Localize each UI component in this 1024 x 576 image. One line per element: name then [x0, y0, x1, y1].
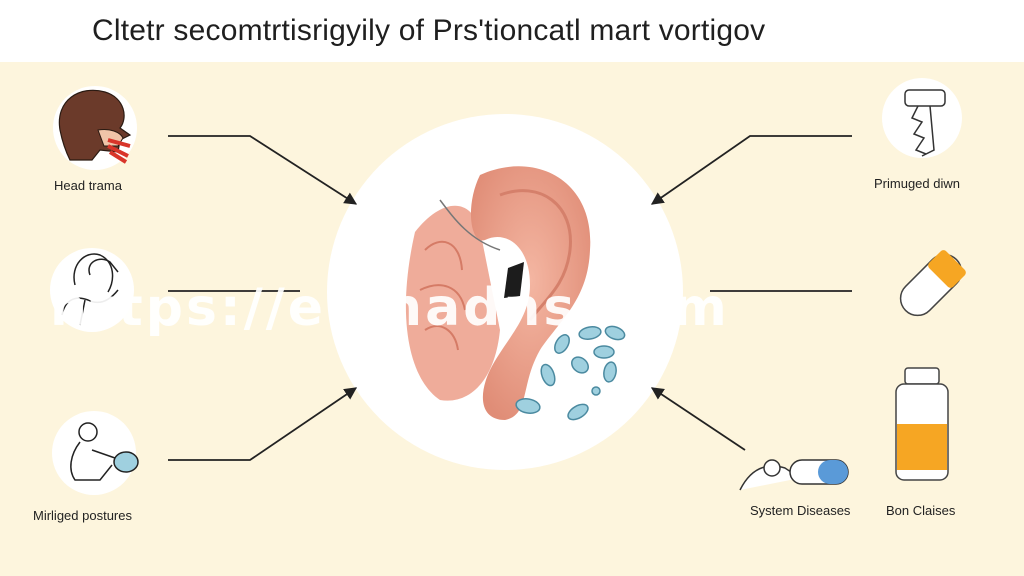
diagram-canvas: Head trama Primuged diwn Mirliged postur…	[0, 62, 1024, 576]
label-prolonged-postures: Mirliged postures	[33, 508, 132, 523]
head-trauma-icon	[58, 89, 132, 164]
ear-icon	[405, 166, 591, 420]
label-head-trauma: Head trama	[54, 178, 122, 193]
watermark-text: https://elenadns.com	[50, 278, 730, 338]
posture-icon	[70, 422, 139, 481]
spine-device-icon	[904, 89, 946, 157]
pills-icon	[515, 325, 626, 421]
header-bar: Cltetr secomtrtisrigyily of Prs'tioncatl…	[0, 0, 1024, 62]
label-bone-clauses: Bon Claises	[886, 503, 956, 518]
dizzy-person-icon	[61, 253, 119, 326]
arrows	[168, 135, 852, 461]
diagram-svg	[50, 78, 966, 495]
medicine-bottle-icon	[895, 367, 949, 481]
bandage-icon	[899, 250, 966, 317]
label-prolonged-down: Primuged diwn	[874, 176, 960, 191]
label-system-diseases: System Diseases	[750, 503, 851, 518]
page-title: Cltetr secomtrtisrigyily of Prs'tioncatl…	[92, 14, 766, 47]
system-diseases-icon	[739, 459, 849, 491]
